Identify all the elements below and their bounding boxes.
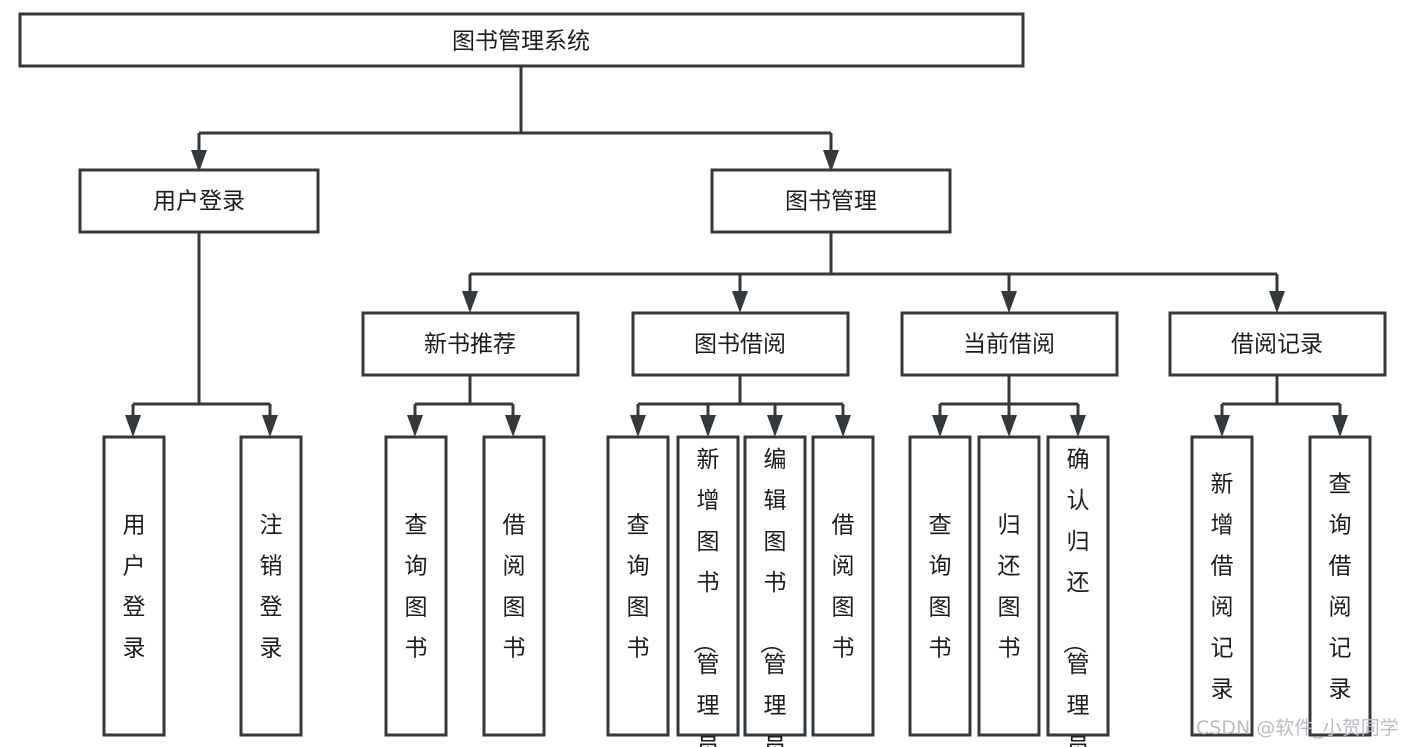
arrow-to-leaf-query-book-3 — [932, 415, 948, 437]
arrow-to-leaf-add-record — [1214, 415, 1230, 437]
borrow-record-box[interactable] — [1168, 311, 1387, 377]
leaf-logout[interactable]: 注销登录 — [239, 435, 303, 737]
new-book-recommend-label: 新书推荐 — [424, 332, 516, 358]
node-user-login[interactable]: 用户登录 — [78, 168, 320, 234]
node-current-borrow[interactable]: 当前借阅 — [900, 311, 1119, 377]
csdn-watermark: CSDN @软件_小贺同学 — [1196, 717, 1399, 739]
leaf-add-book[interactable]: 新增图书（管理员） — [676, 435, 740, 747]
leaf-borrow-book-box[interactable] — [811, 435, 875, 737]
connector-new-book-trunk — [413, 375, 515, 423]
arrow-to-leaf-borrow-book-2 — [835, 415, 851, 437]
leaf-confirm-return-label: 确认归还（管理员） — [1061, 447, 1090, 747]
leaf-query-book-current[interactable]: 查询图书 — [908, 435, 972, 737]
leaf-add-borrow-record[interactable]: 新增借阅记录 — [1190, 435, 1254, 737]
leaf-user-login-label: 用户登录 — [123, 513, 146, 662]
book-borrow-label: 图书借阅 — [694, 332, 786, 358]
connector-book-borrow-trunk — [636, 375, 845, 423]
leaf-logout-label: 注销登录 — [260, 513, 283, 662]
leaf-query-book-current-label: 查询图书 — [929, 513, 952, 662]
node-borrow-record[interactable]: 借阅记录 — [1168, 311, 1387, 377]
arrow-to-new-book — [462, 291, 478, 313]
leaf-return-book-box[interactable] — [977, 435, 1041, 737]
current-borrow-box[interactable] — [900, 311, 1119, 377]
arrow-to-leaf-confirm-return — [1070, 415, 1086, 437]
connector-user-login-trunk — [131, 232, 272, 423]
leaf-query-borrow-record-label: 查询借阅记录 — [1329, 472, 1352, 703]
node-book-manage[interactable]: 图书管理 — [710, 168, 952, 234]
leaf-add-book-box[interactable] — [676, 435, 740, 737]
root-label: 图书管理系统 — [452, 29, 590, 55]
leaf-borrow-book[interactable]: 借阅图书 — [811, 435, 875, 737]
book-manage-label: 图书管理 — [785, 189, 877, 215]
node-root[interactable]: 图书管理系统 — [18, 12, 1025, 68]
leaf-borrow-book-recommend-box[interactable] — [482, 435, 546, 737]
arrow-to-user-login — [191, 150, 207, 172]
leaf-borrow-book-label: 借阅图书 — [832, 513, 855, 662]
leaf-confirm-return[interactable]: 确认归还（管理员） — [1046, 435, 1110, 747]
node-new-book-recommend[interactable]: 新书推荐 — [361, 311, 580, 377]
arrow-to-borrow-record — [1269, 291, 1285, 313]
book-borrow-box[interactable] — [631, 311, 850, 377]
connector-root-trunk — [197, 66, 833, 158]
leaf-borrow-book-recommend[interactable]: 借阅图书 — [482, 435, 546, 737]
user-login-box[interactable] — [78, 168, 320, 234]
arrow-to-current-borrow — [1001, 291, 1017, 313]
arrow-to-leaf-query-book-1 — [407, 415, 423, 437]
leaf-edit-book-box[interactable] — [743, 435, 807, 737]
leaf-query-book-borrow-label: 查询图书 — [627, 513, 650, 662]
leaf-user-login-box[interactable] — [102, 435, 166, 737]
connector-book-manage-trunk — [468, 232, 1279, 299]
leaf-add-book-label: 新增图书（管理员） — [691, 447, 720, 747]
current-borrow-label: 当前借阅 — [963, 332, 1055, 358]
leaf-confirm-return-box[interactable] — [1046, 435, 1110, 737]
node-book-borrow[interactable]: 图书借阅 — [631, 311, 850, 377]
book-manage-box[interactable] — [710, 168, 952, 234]
leaf-query-borrow-record-box[interactable] — [1308, 435, 1372, 737]
arrow-to-leaf-borrow-book-1 — [505, 415, 521, 437]
leaf-query-book-recommend[interactable]: 查询图书 — [384, 435, 448, 737]
leaf-edit-book-label: 编辑图书（管理员） — [758, 447, 787, 747]
arrow-to-leaf-query-record — [1332, 415, 1348, 437]
connector-borrow-record-trunk — [1220, 375, 1342, 423]
leaf-query-book-borrow-box[interactable] — [606, 435, 670, 737]
arrow-to-book-borrow — [732, 291, 748, 313]
arrow-to-leaf-query-book-2 — [630, 415, 646, 437]
leaf-query-book-recommend-box[interactable] — [384, 435, 448, 737]
connector-current-borrow-trunk — [938, 375, 1080, 423]
user-login-label: 用户登录 — [153, 189, 245, 215]
arrow-to-leaf-return-book — [1001, 415, 1017, 437]
leaf-query-borrow-record[interactable]: 查询借阅记录 — [1308, 435, 1372, 737]
leaf-return-book[interactable]: 归还图书 — [977, 435, 1041, 737]
leaf-return-book-label: 归还图书 — [998, 513, 1021, 662]
leaf-add-borrow-record-box[interactable] — [1190, 435, 1254, 737]
arrow-to-leaf-logout — [262, 415, 278, 437]
borrow-record-label: 借阅记录 — [1231, 332, 1323, 358]
new-book-recommend-box[interactable] — [361, 311, 580, 377]
leaf-add-borrow-record-label: 新增借阅记录 — [1211, 472, 1234, 703]
leaf-edit-book[interactable]: 编辑图书（管理员） — [743, 435, 807, 747]
connector-layer — [125, 66, 1348, 437]
root-box[interactable] — [18, 12, 1025, 68]
arrow-to-leaf-user-login — [125, 415, 141, 437]
arrow-to-leaf-add-book — [700, 415, 716, 437]
arrow-to-leaf-edit-book — [767, 415, 783, 437]
leaf-borrow-book-recommend-label: 借阅图书 — [503, 513, 526, 662]
leaf-user-login[interactable]: 用户登录 — [102, 435, 166, 737]
leaf-query-book-recommend-label: 查询图书 — [405, 513, 428, 662]
leaf-query-book-current-box[interactable] — [908, 435, 972, 737]
leaf-logout-box[interactable] — [239, 435, 303, 737]
leaf-query-book-borrow[interactable]: 查询图书 — [606, 435, 670, 737]
arrow-to-book-manage — [823, 150, 839, 172]
